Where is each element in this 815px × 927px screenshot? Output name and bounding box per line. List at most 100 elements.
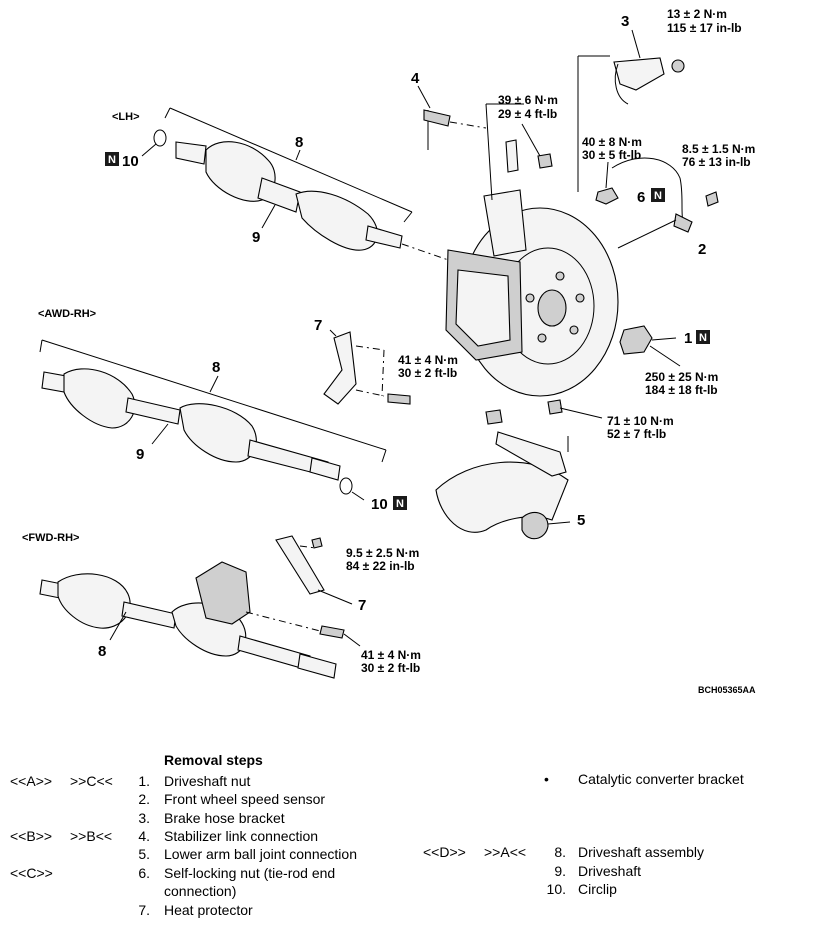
stabilizer-link [417,85,487,150]
step-tag-a: <<B>> [10,828,53,844]
callout-8-awd: 8 [212,359,220,376]
step-tag-a: <<A>> [10,773,53,789]
torque-1-ftlb: 184 ± 18 ft-lb [645,383,718,397]
exploded-diagram: 3 4 8 9 10 6 2 1 7 8 9 10 5 7 8 N N N N … [22,7,756,695]
step-row: <<B>> >>B<< 4. Stabilizer link connectio… [0,827,540,845]
awd-heat-protector [323,329,411,405]
figure-code: BCH05365AA [698,685,756,695]
step-text: Front wheel speed sensor [164,791,326,807]
knuckle-bolts [485,399,603,425]
wheel-speed-sensor [611,157,719,249]
step-tag-b: >>B<< [70,828,113,844]
lh-driveshaft [164,107,461,265]
torque-7-fwd-inlb: 84 ± 22 in-lb [346,559,415,573]
step-tag-b: >>C<< [70,773,113,789]
torque-1-nm: 250 ± 25 N·m [645,370,718,384]
awd-rh-circlip [339,477,365,501]
step-row: connection) [0,882,540,900]
callout-8-fwd: 8 [98,643,106,660]
step-text: Driveshaft nut [164,773,251,789]
label-awd-rh: <AWD-RH> [38,308,96,320]
step-number: 4. [138,828,150,844]
torque-6-nm: 40 ± 8 N·m [582,135,642,149]
step-row: 2. Front wheel speed sensor [0,790,540,808]
awd-rh-driveshaft [39,339,387,481]
callout-6: 6 [637,189,645,206]
step-number: 3. [138,810,150,826]
callout-9-awd: 9 [136,446,144,463]
step-tag-b: >>A<< [484,844,527,860]
callout-8-lh: 8 [295,134,303,151]
step-row: <<A>> >>C<< 1. Driveshaft nut [0,772,540,790]
brake-hose-bracket [613,29,685,105]
removal-steps-title: Removal steps [164,752,263,768]
stabilizer-nut [505,123,553,173]
step-number: 10. [546,881,566,897]
fwd-rh-driveshaft [39,561,337,679]
bullet-row: • Catalytic converter bracket [0,770,815,788]
step-text: Stabilizer link connection [164,828,319,844]
label-lh: <LH> [112,111,140,123]
torque-7-awd-ftlb: 30 ± 2 ft-lb [398,366,457,380]
callout-3: 3 [621,13,629,30]
callout-1: 1 [684,330,692,347]
brake-caliper [445,249,523,361]
bullet-text: Catalytic converter bracket [578,771,744,787]
step-text: Driveshaft [578,863,642,879]
fwd-heat-protector [275,535,353,605]
callout-7-fwd: 7 [358,597,366,614]
step-number: 7. [138,902,150,918]
svg-text:N: N [699,332,707,344]
torque-2-nm: 8.5 ± 1.5 N·m [682,142,755,156]
torque-fwd-bolt-nm: 41 ± 4 N·m [361,648,421,662]
torque-4-ftlb: 29 ± 4 ft-lb [498,107,557,121]
torque-7-fwd-nm: 9.5 ± 2.5 N·m [346,546,419,560]
step-row: 10. Circlip [0,880,815,898]
step-tag-a: <<D>> [423,844,466,860]
torque-5-nm: 71 ± 10 N·m [607,414,674,428]
torque-4-nm: 39 ± 6 N·m [498,93,558,107]
step-number: 8. [554,844,566,860]
callout-4: 4 [411,70,420,87]
label-fwd-rh: <FWD-RH> [22,532,79,544]
callout-9-lh: 9 [252,229,260,246]
torque-5-ftlb: 52 ± 7 ft-lb [607,427,666,441]
step-number: 1. [138,773,150,789]
n-mark-lh: N [105,152,119,166]
step-text: connection) [164,883,237,899]
step-row: <<D>> >>A<< 8. Driveshaft assembly [0,843,815,861]
step-number: 2. [138,791,150,807]
knuckle [483,189,527,257]
step-row: 5. Lower arm ball joint connection [0,845,540,863]
callout-10-lh: 10 [122,153,139,170]
fwd-bolt [319,625,361,647]
bullet-icon: • [544,771,549,787]
svg-text:N: N [654,190,662,202]
n-mark-awd: N [393,496,407,510]
step-row: 9. Driveshaft [0,862,815,880]
step-number: 6. [138,865,150,881]
step-text: Circlip [578,881,617,897]
tie-rod-end [495,431,569,477]
callout-10-awd: 10 [371,496,388,513]
callout-2: 2 [698,241,706,258]
step-text: Self-locking nut (tie-rod end [164,865,336,881]
torque-2-inlb: 76 ± 13 in-lb [682,155,751,169]
callout-7-awd: 7 [314,317,322,334]
step-text: Heat protector [164,902,253,918]
step-text: Brake hose bracket [164,810,285,826]
n-mark-1: N [696,330,710,344]
svg-text:N: N [108,154,116,166]
step-number: 5. [138,846,150,862]
driveshaft-nut [619,325,681,367]
step-row: <<C>> 6. Self-locking nut (tie-rod end [0,864,540,882]
step-tag-a: <<C>> [10,865,53,881]
step-row: 7. Heat protector [0,901,540,919]
step-number: 9. [554,863,566,879]
step-row: 3. Brake hose bracket [0,809,540,827]
removal-steps: Removal steps <<A>> >>C<< 1. Driveshaft … [0,752,815,927]
lower-arm [435,461,571,540]
n-mark-6: N [651,188,665,202]
torque-fwd-bolt-ftlb: 30 ± 2 ft-lb [361,661,420,675]
callout-5: 5 [577,512,585,529]
